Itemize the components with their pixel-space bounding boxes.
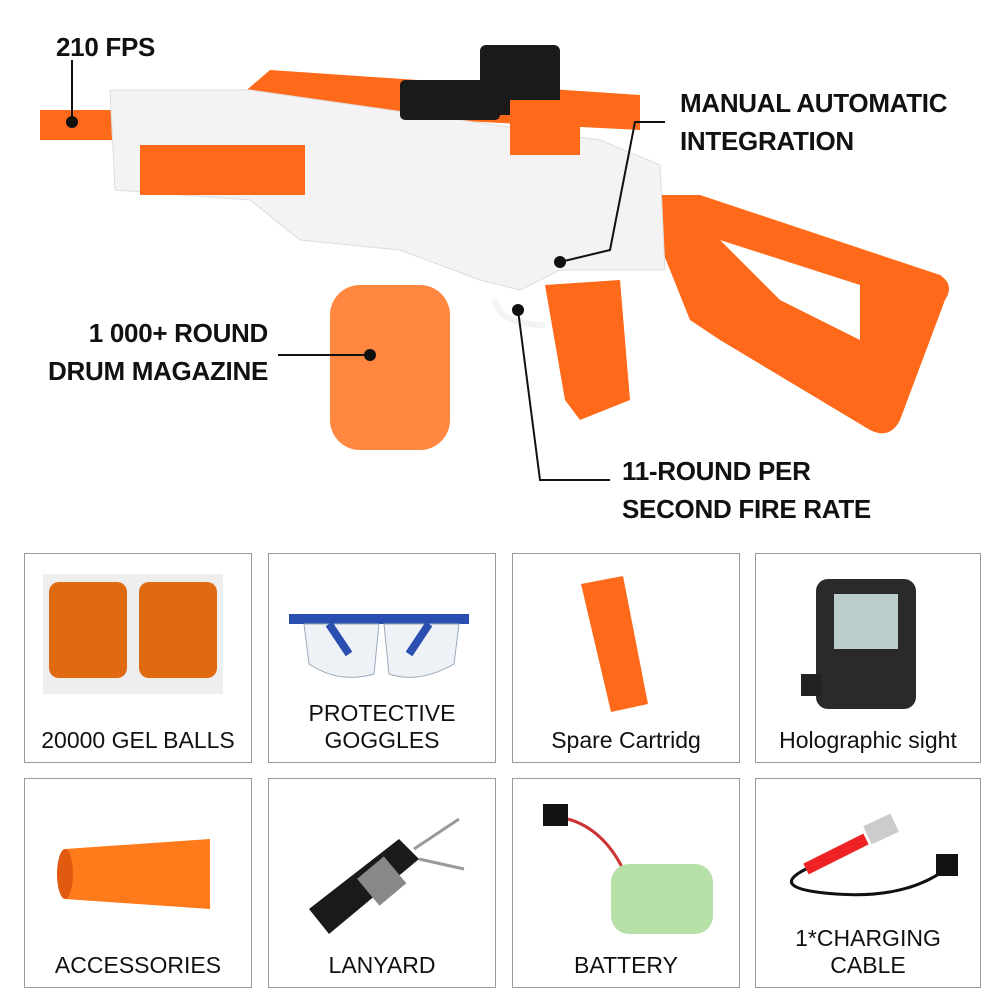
battery-icon — [543, 804, 713, 934]
accessory-label: 20000 GEL BALLS — [41, 727, 235, 753]
accessory-card-holographic-sight: Holographic sight — [755, 553, 981, 763]
accessory-card-accessories: ACCESSORIES — [24, 778, 252, 988]
callout-drum-magazine: 1 000+ ROUND DRUM MAGAZINE — [40, 314, 268, 390]
accessory-card-cartridge: Spare Cartridg — [512, 553, 740, 763]
accessory-label: Spare Cartridg — [551, 727, 701, 753]
callout-line: 1 000+ ROUND — [88, 318, 269, 348]
accessory-label: Holographic sight — [779, 727, 957, 753]
accessory-card-battery: BATTERY — [512, 778, 740, 988]
callout-line: INTEGRATION — [680, 126, 854, 156]
gel-blaster-image — [40, 45, 949, 481]
holographic-sight-icon — [801, 579, 916, 709]
callout-line: 11-ROUND PER — [622, 456, 811, 486]
lanyard-icon — [309, 817, 465, 934]
label-line: CABLE — [830, 952, 906, 978]
muzzle-tip-icon — [57, 839, 210, 909]
callout-line: MANUAL AUTOMATIC — [680, 88, 948, 118]
accessory-label: LANYARD — [328, 952, 436, 978]
usb-cable-icon — [790, 813, 958, 897]
gel-balls-icon — [43, 574, 223, 694]
accessory-card-gel-balls: 20000 GEL BALLS — [24, 553, 252, 763]
accessory-label: BATTERY — [574, 952, 678, 978]
accessory-label: ACCESSORIES — [54, 952, 222, 978]
callout-line: SECOND FIRE RATE — [622, 494, 871, 524]
label-line: PROTECTIVE — [308, 700, 456, 726]
accessory-card-charging-cable: 1*CHARGING CABLE — [755, 778, 981, 988]
cartridge-icon — [581, 576, 648, 712]
accessory-label: 1*CHARGING CABLE — [756, 925, 980, 979]
accessory-card-lanyard: LANYARD — [268, 778, 496, 988]
callout-line: DRUM MAGAZINE — [48, 356, 268, 386]
accessory-card-goggles: PROTECTIVE GOGGLES — [268, 553, 496, 763]
label-line: GOGGLES — [324, 727, 440, 753]
accessory-label: PROTECTIVE GOGGLES — [269, 700, 495, 754]
label-line: 1*CHARGING — [795, 925, 941, 951]
callout-fps: 210 FPS — [56, 32, 156, 62]
callout-fire-rate: 11-ROUND PER SECOND FIRE RATE — [622, 452, 871, 528]
goggles-icon — [289, 614, 469, 678]
callout-manual-automatic: MANUAL AUTOMATIC INTEGRATION — [680, 84, 948, 160]
